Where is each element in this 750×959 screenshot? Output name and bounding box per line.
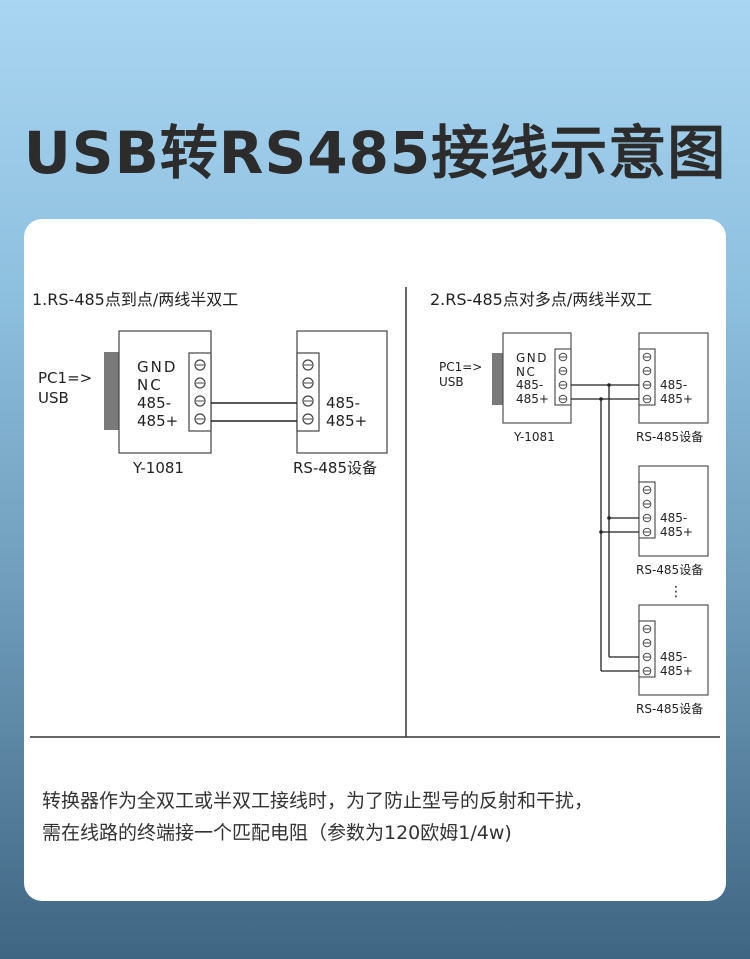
s1-pin-gnd: GND (137, 358, 177, 376)
s2-device3-pin-minus: 485- (660, 650, 687, 664)
s2-ellipsis: ⋮ (669, 584, 683, 600)
s2-converter-screws (558, 352, 568, 404)
s2-device3-terminal (638, 620, 656, 678)
s2-device1-pin-minus: 485- (660, 378, 687, 392)
s1-device-screws (302, 359, 314, 425)
wiring-diagram: 1.RS-485点到点/两线半双工 PC1=> USB GND NC 485- … (30, 287, 720, 738)
s1-pc-label: PC1=> (38, 369, 92, 387)
note-line-1: 转换器作为全双工或半双工接线时，为了防止型号的反射和干扰， (42, 790, 594, 812)
s2-device2-pin-minus: 485- (660, 511, 687, 525)
s2-converter-name: Y-1081 (513, 430, 555, 444)
s2-device3-name: RS-485设备 (636, 702, 703, 716)
s1-device-pin-plus: 485+ (326, 412, 367, 430)
termination-note: 转换器作为全双工或半双工接线时，为了防止型号的反射和干扰， 需在线路的终端接一个… (42, 785, 712, 849)
s1-converter-name: Y-1081 (132, 459, 184, 477)
s1-wires (211, 402, 297, 422)
s2-usb-plug (492, 353, 503, 405)
s2-pc-label: PC1=> (439, 360, 482, 374)
s2-usb-label: USB (439, 375, 464, 389)
s2-device2-terminal (638, 481, 656, 539)
s2-device3-screws (642, 624, 652, 676)
note-line-2: 需在线路的终端接一个匹配电阻（参数为120欧姆1/4w) (42, 822, 512, 844)
section1-heading: 1.RS-485点到点/两线半双工 (32, 290, 238, 309)
s2-bus-wires (571, 384, 639, 672)
s2-device1-screws (642, 352, 652, 404)
s2-converter-terminal (554, 348, 572, 406)
s1-pin-plus: 485+ (137, 412, 178, 430)
s1-pin-minus: 485- (137, 394, 171, 412)
s2-pin-plus: 485+ (516, 392, 549, 406)
diagram-card: 1.RS-485点到点/两线半双工 PC1=> USB GND NC 485- … (24, 219, 726, 901)
s1-device-pin-minus: 485- (326, 394, 360, 412)
page-title: USB转RS485接线示意图 (23, 119, 727, 187)
s1-device-name: RS-485设备 (293, 459, 377, 477)
s2-device2-pin-plus: 485+ (660, 525, 693, 539)
s1-usb-plug (104, 352, 119, 430)
s1-pin-nc: NC (137, 376, 163, 394)
s2-device2-screws (642, 485, 652, 537)
s2-device3-pin-plus: 485+ (660, 664, 693, 678)
s2-device1-pin-plus: 485+ (660, 392, 693, 406)
s2-device2-name: RS-485设备 (636, 563, 703, 577)
s2-junction-dots (599, 383, 611, 534)
s1-converter-terminal (188, 352, 212, 432)
s2-pin-minus: 485- (516, 378, 543, 392)
section2-heading: 2.RS-485点对多点/两线半双工 (430, 290, 652, 309)
s1-device-terminal (296, 352, 320, 432)
s2-device1-terminal (638, 348, 656, 406)
s2-device1-name: RS-485设备 (636, 430, 703, 444)
s2-pin-nc: NC (516, 365, 536, 379)
s1-converter-screws (194, 359, 206, 425)
s1-usb-label: USB (38, 389, 69, 407)
s2-pin-gnd: GND (516, 351, 548, 365)
